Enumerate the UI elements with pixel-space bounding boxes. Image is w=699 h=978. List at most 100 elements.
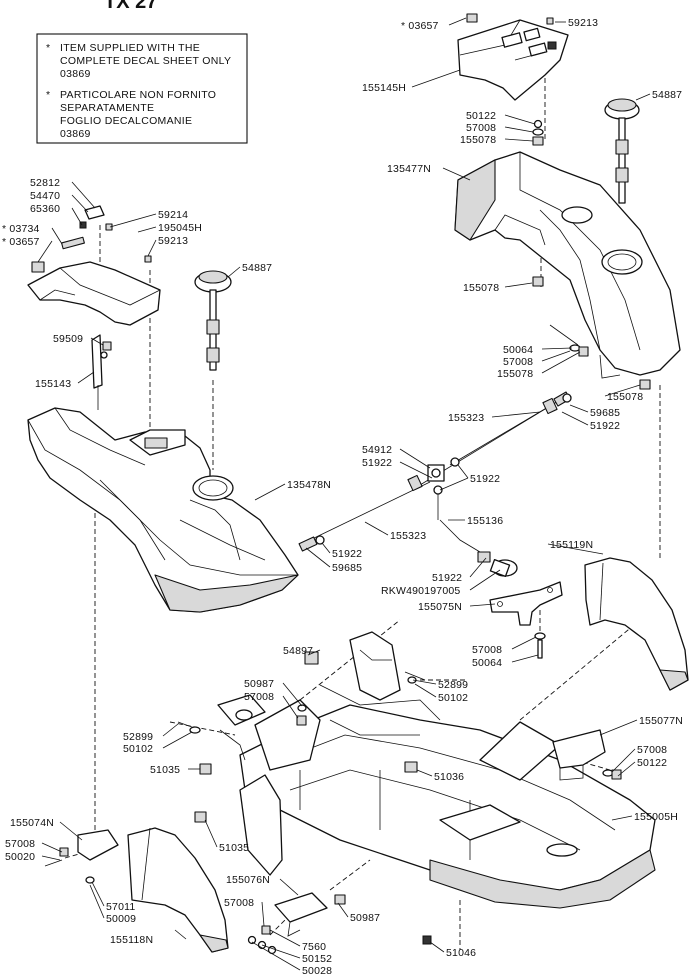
part-label: 57008 [466, 122, 496, 134]
hardware-upper-right [532, 17, 651, 390]
decal-note-box: * ITEM SUPPLIED WITH THE COMPLETE DECAL … [36, 33, 248, 144]
part-labels: * 03657 59213 155145H 54887 50122 57008 … [2, 17, 683, 977]
part-label: 50987 [350, 912, 380, 924]
part-label: 155145H [362, 82, 406, 94]
part-label: 155078 [463, 282, 499, 294]
part-label: 51035 [219, 842, 249, 854]
part-label: 51922 [470, 473, 500, 485]
linkage-54912 [427, 457, 518, 578]
part-label: 59213 [568, 17, 598, 29]
part-label: 51035 [150, 764, 180, 776]
part-label: 59509 [53, 333, 83, 345]
fuel-cap-right-54887 [604, 98, 640, 204]
part-label: 155076N [226, 874, 270, 886]
part-label: 54897 [283, 645, 313, 657]
decal-03657 [466, 13, 478, 23]
part-label: 50009 [106, 913, 136, 925]
control-rods-155323 [298, 391, 572, 552]
part-label: 54887 [652, 89, 682, 101]
part-label: 50122 [637, 757, 667, 769]
part-label: 195045H [158, 222, 202, 234]
part-label: 50064 [472, 657, 502, 669]
bracket-155076N [247, 892, 346, 955]
part-label: 7560 [302, 941, 326, 953]
part-label: 155077N [639, 715, 683, 727]
part-label: 52899 [438, 679, 468, 691]
part-label: 50102 [438, 692, 468, 704]
part-label: 57008 [472, 644, 502, 656]
note-line: PARTICOLARE NON FORNITO [60, 89, 216, 101]
part-label: 51046 [446, 947, 476, 959]
part-label: 155075N [418, 601, 462, 613]
rear-fender-left-155118N [127, 827, 229, 953]
part-label: 52899 [123, 731, 153, 743]
part-label: 51922 [332, 548, 362, 560]
part-label: 155005H [634, 811, 678, 823]
part-label: 155118N [110, 934, 153, 946]
note-line: COMPLETE DECAL SHEET ONLY [60, 55, 231, 67]
part-label: 50064 [503, 344, 533, 356]
rear-fender-right-155119N [584, 557, 689, 691]
note-star: * [46, 89, 50, 101]
part-label: 135478N [287, 479, 331, 491]
part-label: 50028 [302, 965, 332, 977]
note-line: ITEM SUPPLIED WITH THE [60, 42, 200, 54]
bracket-155075N [489, 581, 563, 626]
note-line: 03869 [60, 128, 91, 140]
part-label: 57008 [224, 897, 254, 909]
part-label: 59213 [158, 235, 188, 247]
part-label: 57008 [5, 838, 35, 850]
part-label: * 03657 [2, 236, 40, 248]
part-label: 57011 [106, 901, 135, 913]
part-label: * 03734 [2, 223, 40, 235]
part-label: RKW490197005 [381, 585, 460, 597]
part-label: 51922 [432, 572, 462, 584]
part-label: 51922 [590, 420, 620, 432]
part-label: 54887 [242, 262, 272, 274]
note-star: * [46, 42, 50, 54]
bracket-155077N [552, 729, 606, 781]
part-label: 57008 [244, 691, 274, 703]
part-label: 54470 [30, 190, 60, 202]
part-label: 135477N [387, 163, 431, 175]
bracket-155143 [91, 334, 112, 410]
part-label: 155323 [390, 530, 426, 542]
part-label: 50102 [123, 743, 153, 755]
part-label: 155078 [497, 368, 533, 380]
console-cover-195045H [27, 205, 161, 326]
note-line: 03869 [60, 68, 91, 80]
main-frame-155005H [217, 631, 656, 909]
fuel-cap-left-54887 [194, 270, 232, 371]
part-label: 155119N [550, 539, 593, 551]
hardware-155075N [534, 632, 546, 659]
bracket-155074N [44, 829, 119, 884]
note-line: SEPARATAMENTE [60, 102, 154, 114]
part-label: 50122 [466, 110, 496, 122]
fender-right-135477N [454, 151, 681, 379]
part-label: 155078 [460, 134, 496, 146]
diagram-title: TX 27 [104, 0, 157, 13]
part-label: 51036 [434, 771, 464, 783]
frame-hardware [177, 651, 622, 945]
part-label: 51922 [362, 457, 392, 469]
part-label: 155143 [35, 378, 71, 390]
fender-left-135478N [27, 407, 299, 613]
part-label: 155323 [448, 412, 484, 424]
part-label: 57008 [503, 356, 533, 368]
part-label: 155074N [10, 817, 54, 829]
part-label: 50020 [5, 851, 35, 863]
part-label: 50152 [302, 953, 332, 965]
part-label: 155136 [467, 515, 503, 527]
part-label: 57008 [637, 744, 667, 756]
part-label: * 03657 [401, 20, 439, 32]
console-cover-155145H [457, 19, 569, 101]
leader-lines [37, 17, 651, 971]
part-label: 59685 [332, 562, 362, 574]
part-label: 52812 [30, 177, 60, 189]
part-label: 65360 [30, 203, 60, 215]
note-line: FOGLIO DECALCOMANIE [60, 115, 192, 127]
part-label: 59214 [158, 209, 188, 221]
part-label: 54912 [362, 444, 392, 456]
part-label: 155078 [607, 391, 643, 403]
